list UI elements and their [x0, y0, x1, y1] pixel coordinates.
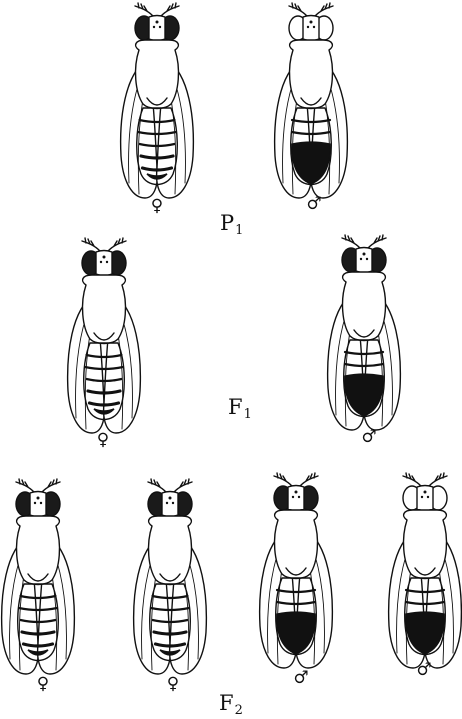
- antenna-icon: [289, 3, 333, 16]
- head-icon: [96, 251, 112, 276]
- head-icon: [303, 16, 319, 41]
- thorax-icon: [290, 40, 333, 109]
- fly-g0-0: [121, 3, 194, 198]
- sex-symbol-p1-0: ♀: [151, 198, 163, 215]
- fly-g2-2: [260, 473, 333, 668]
- thorax-icon: [275, 510, 318, 579]
- sex-symbol-f2-2: ♂: [293, 670, 308, 687]
- generation-label-f2: F2: [219, 693, 243, 717]
- sex-symbol-p1-1: ♂: [306, 196, 321, 213]
- antenna-icon: [403, 473, 447, 486]
- thorax-icon: [17, 516, 60, 585]
- fly-g2-1: [134, 479, 207, 674]
- antenna-icon: [148, 479, 192, 492]
- head-icon: [356, 248, 372, 273]
- antenna-icon: [274, 473, 318, 486]
- antenna-icon: [82, 238, 126, 251]
- generation-label-f1: F1: [228, 397, 252, 421]
- thorax-icon: [149, 516, 192, 585]
- fly-g1-1: [328, 235, 401, 430]
- generation-label-p1: P1: [220, 213, 243, 237]
- sex-symbol-f2-0: ♀: [37, 676, 49, 693]
- fly-g0-1: [275, 3, 348, 198]
- antenna-icon: [16, 479, 60, 492]
- antenna-icon: [135, 3, 179, 16]
- thorax-icon: [343, 272, 386, 341]
- thorax-icon: [136, 40, 179, 109]
- thorax-icon: [83, 275, 126, 344]
- head-icon: [417, 486, 433, 511]
- sex-symbol-f2-3: ♂: [416, 662, 431, 679]
- sex-symbol-f1-0: ♀: [97, 432, 109, 449]
- fly-g1-0: [68, 238, 141, 433]
- fly-g2-3: [389, 473, 462, 668]
- sex-symbol-f2-1: ♀: [167, 676, 179, 693]
- head-icon: [162, 492, 178, 517]
- head-icon: [288, 486, 304, 511]
- sex-symbol-f1-1: ♂: [361, 429, 376, 446]
- head-icon: [149, 16, 165, 41]
- antenna-icon: [342, 235, 386, 248]
- head-icon: [30, 492, 46, 517]
- fly-g2-0: [2, 479, 75, 674]
- thorax-icon: [404, 510, 447, 579]
